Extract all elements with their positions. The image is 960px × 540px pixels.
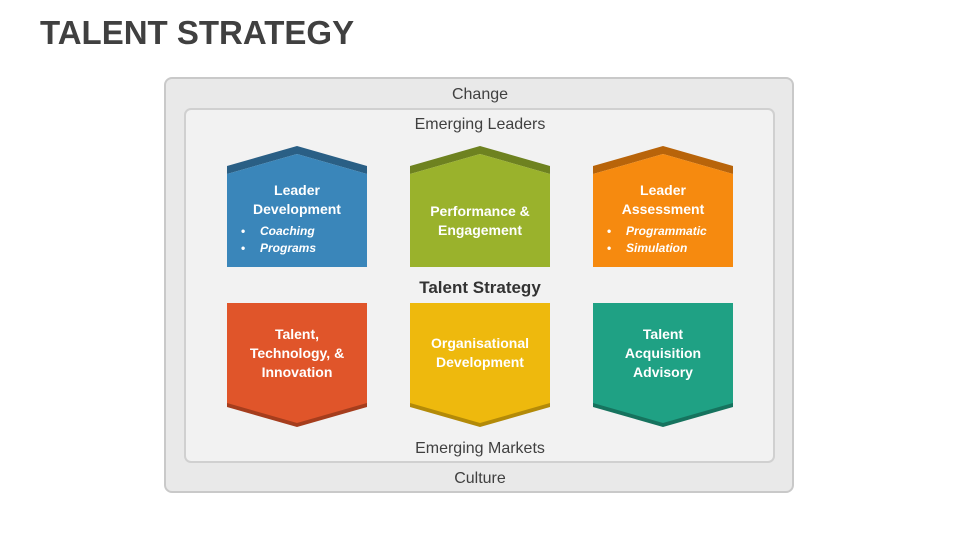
card-3: LeaderAssessmentProgrammaticSimulation xyxy=(593,146,733,271)
card-title-line: Leader xyxy=(274,181,320,198)
card-title: Talent, Technology, & Innovation xyxy=(227,325,367,382)
card-title-line: Engagement xyxy=(437,221,522,238)
card-bullet-item: Simulation xyxy=(607,240,733,257)
card-title-line: Talent, xyxy=(274,325,320,342)
card-title: Performance & Engagement xyxy=(410,202,550,240)
card-title-line: Acquisition xyxy=(624,344,702,361)
inner-bottom-label: Emerging Markets xyxy=(415,440,545,457)
card-shape xyxy=(593,303,733,427)
card-body xyxy=(410,303,550,423)
center-label: Talent Strategy xyxy=(419,278,541,297)
outer-bottom-label: Culture xyxy=(454,470,506,487)
card-bullet-item: Programmatic xyxy=(607,223,733,240)
card-bullet-item: Programs xyxy=(241,240,367,257)
outer-top-label: Change xyxy=(451,86,509,103)
card-body xyxy=(593,303,733,423)
card-edge xyxy=(410,146,550,174)
card-body xyxy=(227,303,367,423)
card-bullet-item: Coaching xyxy=(241,223,367,240)
card-shape xyxy=(410,146,550,267)
card-shape xyxy=(410,303,550,427)
card-title-line: Talent xyxy=(642,325,684,342)
card-shape xyxy=(227,303,367,427)
card-1: LeaderDevelopmentCoachingPrograms xyxy=(227,146,367,271)
card-4: Talent, Technology, & Innovation xyxy=(227,303,367,428)
card-bullet-list: CoachingPrograms xyxy=(241,223,367,257)
card-bullet-list: ProgrammaticSimulation xyxy=(607,223,733,257)
card-edge xyxy=(593,146,733,174)
inner-top-label: Emerging Leaders xyxy=(414,116,546,133)
card-title-line: Assessment xyxy=(621,200,705,217)
card-title-line: Organisational xyxy=(430,335,530,351)
card-2: Performance & Engagement xyxy=(410,146,550,271)
card-title-line: Development xyxy=(436,354,524,370)
card-title-line: Technology, & xyxy=(249,344,345,361)
card-body xyxy=(410,154,550,267)
card-edge xyxy=(227,146,367,174)
card-title-line: Leader xyxy=(640,181,686,198)
card-title-line: Advisory xyxy=(633,363,693,380)
card-title-line: Development xyxy=(253,200,341,217)
slide-title: TALENT STRATEGY xyxy=(40,14,355,51)
card-title-line: Performance & xyxy=(430,202,530,219)
card-title-line: Innovation xyxy=(261,363,333,380)
